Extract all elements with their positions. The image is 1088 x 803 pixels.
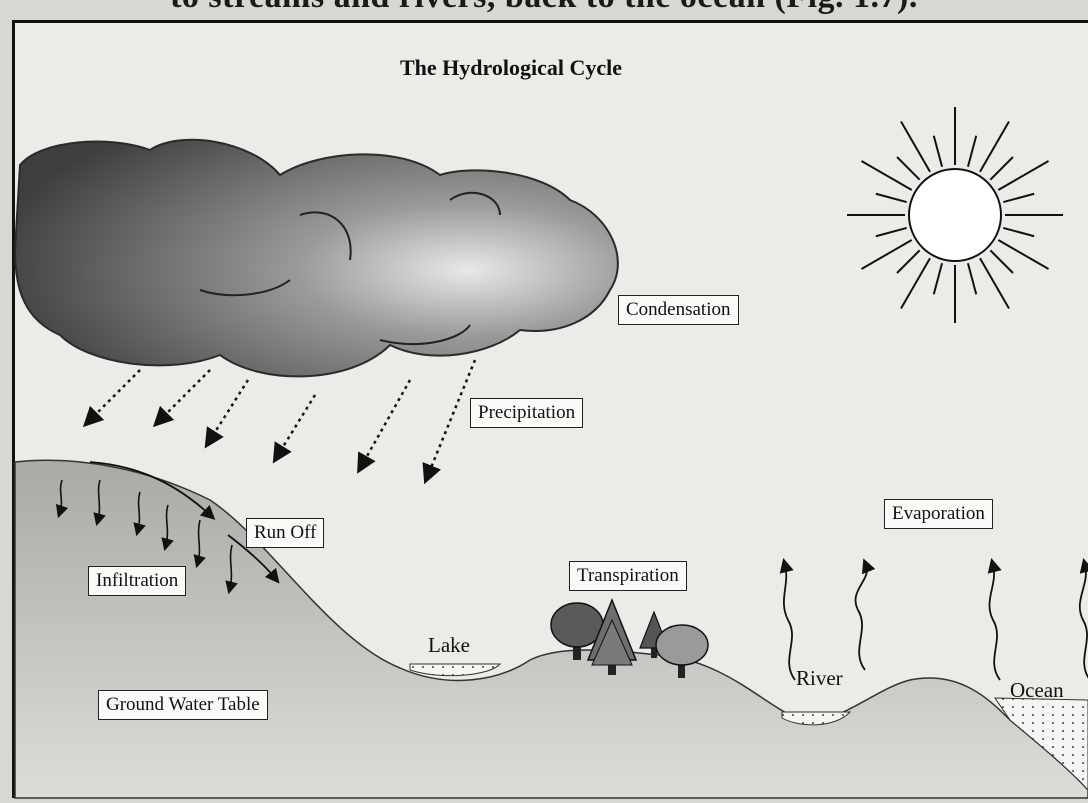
- label-lake: Lake: [428, 633, 470, 658]
- label-precipitation: Precipitation: [470, 398, 583, 428]
- sun-ray: [968, 136, 976, 167]
- label-ocean: Ocean: [1010, 678, 1064, 703]
- sun-ray: [990, 250, 1013, 273]
- cloud-icon: [15, 140, 618, 377]
- sun-ray: [897, 157, 920, 180]
- label-run-off: Run Off: [246, 518, 324, 548]
- label-river: River: [796, 666, 843, 691]
- sun-ray: [897, 250, 920, 273]
- sun-ray: [990, 157, 1013, 180]
- label-transpiration: Transpiration: [569, 561, 687, 591]
- label-infiltration: Infiltration: [88, 566, 186, 596]
- sun-icon: [847, 107, 1063, 323]
- precipitation-arrows: [90, 360, 475, 475]
- sun-ray: [934, 136, 942, 167]
- sun-ray: [876, 194, 907, 202]
- label-ground-water-table: Ground Water Table: [98, 690, 268, 720]
- label-condensation: Condensation: [618, 295, 739, 325]
- sun-ray: [1003, 194, 1034, 202]
- label-evaporation: Evaporation: [884, 499, 993, 529]
- sun-ray: [876, 228, 907, 236]
- sun-ray: [934, 263, 942, 294]
- diagram-title: The Hydrological Cycle: [400, 55, 622, 81]
- lake-water: [410, 664, 500, 676]
- evaporation-arrows: [784, 565, 1088, 680]
- sun-ray: [968, 263, 976, 294]
- sun-ray: [1003, 228, 1034, 236]
